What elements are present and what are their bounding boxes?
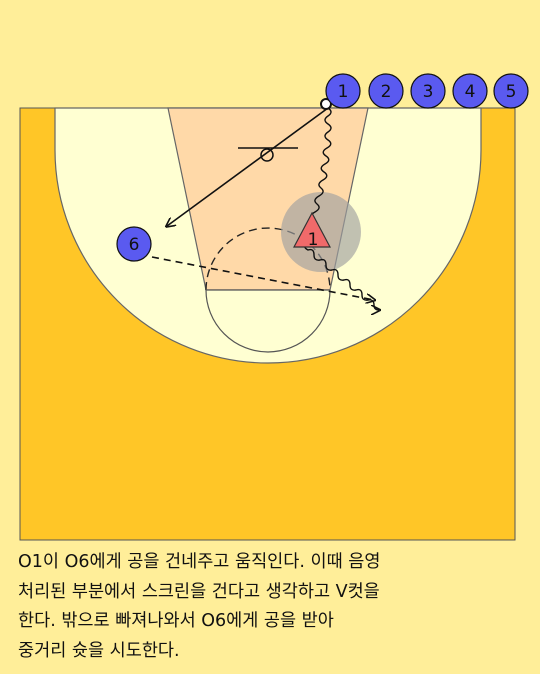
player-2: 2 — [368, 73, 404, 109]
caption: O1이 O6에게 공을 건네주고 움직인다. 이때 음영 처리된 부분에서 스크… — [18, 548, 528, 666]
player-5: 5 — [493, 73, 529, 109]
player-5-label: 5 — [506, 82, 517, 102]
player-4: 4 — [452, 73, 488, 109]
pass-arrow — [167, 107, 329, 226]
caption-line-1: O1이 O6에게 공을 건네주고 움직인다. 이때 음영 — [18, 552, 381, 572]
caption-line-2: 처리된 부분에서 스크린을 건다고 생각하고 V컷을 — [18, 581, 380, 602]
player-4-label: 4 — [465, 82, 476, 102]
caption-line-4: 중거리 슛을 시도한다. — [18, 640, 180, 661]
rim — [260, 148, 274, 162]
defender-triangle — [293, 211, 331, 248]
player-3: 3 — [410, 73, 446, 109]
player-2-label: 2 — [381, 82, 392, 102]
defender-label: 1 — [308, 230, 319, 250]
free-throw-circle-top — [205, 227, 331, 291]
free-throw-circle-bottom — [205, 289, 331, 353]
caption-line-3: 한다. 밖으로 빠져나와서 O6에게 공을 받아 — [18, 611, 334, 631]
half-court-diagram: 1 1 2 3 4 5 6 — [19, 73, 529, 541]
player-6-label: 6 — [129, 235, 140, 255]
player-3-label: 3 — [423, 82, 434, 102]
player-1: 1 — [325, 73, 361, 109]
ball — [320, 98, 332, 110]
player-6: 6 — [116, 226, 152, 262]
second-pass-arrow — [151, 256, 374, 300]
player-1-label: 1 — [338, 82, 349, 102]
